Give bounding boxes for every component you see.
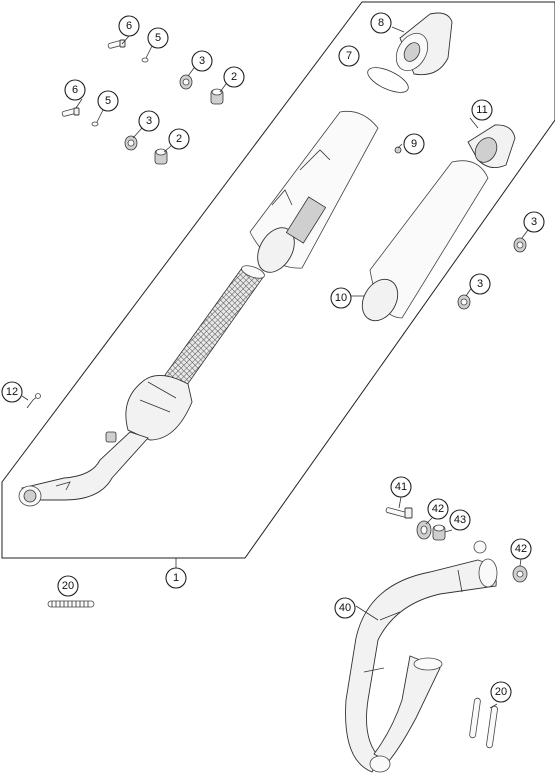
silencer-body <box>249 110 379 273</box>
svg-text:40: 40 <box>339 602 351 614</box>
header-pipe-40 <box>345 540 498 773</box>
svg-text:2: 2 <box>176 133 182 145</box>
svg-text:3: 3 <box>199 55 205 67</box>
bushing-42-left <box>416 520 432 540</box>
callouts: 6 5 3 2 6 5 3 2 8 7 9 11 3 3 10 12 1 20 … <box>1 12 545 703</box>
callout-2: 2 <box>168 128 190 150</box>
silencer-sleeve-10 <box>361 160 489 322</box>
svg-text:7: 7 <box>346 50 352 62</box>
svg-text:3: 3 <box>477 278 483 290</box>
callout-3: 3 <box>469 273 491 295</box>
end-cap-8 <box>395 12 453 76</box>
rivet-9 <box>394 146 402 154</box>
washer-5-upper <box>141 57 149 63</box>
svg-text:10: 10 <box>335 292 347 304</box>
svg-text:5: 5 <box>105 95 111 107</box>
svg-text:43: 43 <box>454 514 466 526</box>
rubber-grommet-3-right-upper <box>513 237 527 253</box>
spacer-43 <box>432 524 446 541</box>
callout-7: 7 <box>338 45 360 67</box>
gasket-7 <box>367 67 409 93</box>
svg-text:8: 8 <box>378 17 384 29</box>
callout-40: 40 <box>334 597 356 619</box>
assembly-frame <box>1 1 555 559</box>
callout-42: 42 <box>427 498 449 520</box>
spring-20-right-b <box>486 705 498 749</box>
rubber-grommet-3-right-lower <box>457 294 471 310</box>
callout-11: 11 <box>471 99 493 121</box>
cone-section <box>125 375 193 441</box>
callout-6: 6 <box>118 15 140 37</box>
svg-text:42: 42 <box>432 503 444 515</box>
svg-text:9: 9 <box>411 138 417 150</box>
callout-20: 20 <box>490 681 512 703</box>
callout-9: 9 <box>403 133 425 155</box>
callout-3: 3 <box>138 110 160 132</box>
callout-12: 12 <box>1 381 23 403</box>
callout-3: 3 <box>523 211 545 233</box>
rubber-grommet-3-upper <box>179 74 193 90</box>
callout-10: 10 <box>330 287 352 309</box>
callout-5: 5 <box>97 90 119 112</box>
leader-lines <box>21 26 529 709</box>
svg-text:20: 20 <box>62 580 74 592</box>
svg-text:1: 1 <box>173 572 179 584</box>
callout-5: 5 <box>147 27 169 49</box>
screw-6-upper <box>107 39 126 49</box>
callout-43: 43 <box>449 509 471 531</box>
callout-6: 6 <box>64 79 86 101</box>
callout-8: 8 <box>370 12 392 34</box>
end-cap-11 <box>467 124 516 169</box>
callout-1: 1 <box>165 567 187 589</box>
svg-text:2: 2 <box>231 71 237 83</box>
svg-text:6: 6 <box>72 84 78 96</box>
svg-text:41: 41 <box>395 481 407 493</box>
spring-hook-12 <box>26 393 41 409</box>
perforated-tube <box>159 265 265 393</box>
spring-20-left <box>47 600 95 608</box>
callout-3: 3 <box>191 50 213 72</box>
bolt-41 <box>385 507 413 519</box>
callout-2: 2 <box>223 66 245 88</box>
spacer-2-lower <box>154 148 168 165</box>
spring-20-right-a <box>469 697 481 739</box>
svg-text:3: 3 <box>146 115 152 127</box>
screw-6-lower <box>61 107 80 117</box>
svg-text:20: 20 <box>495 686 507 698</box>
svg-text:3: 3 <box>531 216 537 228</box>
rubber-grommet-3-lower <box>124 135 138 151</box>
callout-42: 42 <box>510 538 532 560</box>
svg-text:5: 5 <box>155 32 161 44</box>
callout-20: 20 <box>57 575 79 597</box>
inlet-pipe <box>18 431 149 507</box>
svg-text:42: 42 <box>515 543 527 555</box>
washer-5-lower <box>91 121 99 127</box>
svg-text:6: 6 <box>126 20 132 32</box>
callout-41: 41 <box>390 476 412 498</box>
spacer-2-upper <box>210 88 224 105</box>
svg-text:11: 11 <box>476 104 487 116</box>
svg-text:12: 12 <box>6 386 18 398</box>
bushing-42-right <box>512 565 528 583</box>
